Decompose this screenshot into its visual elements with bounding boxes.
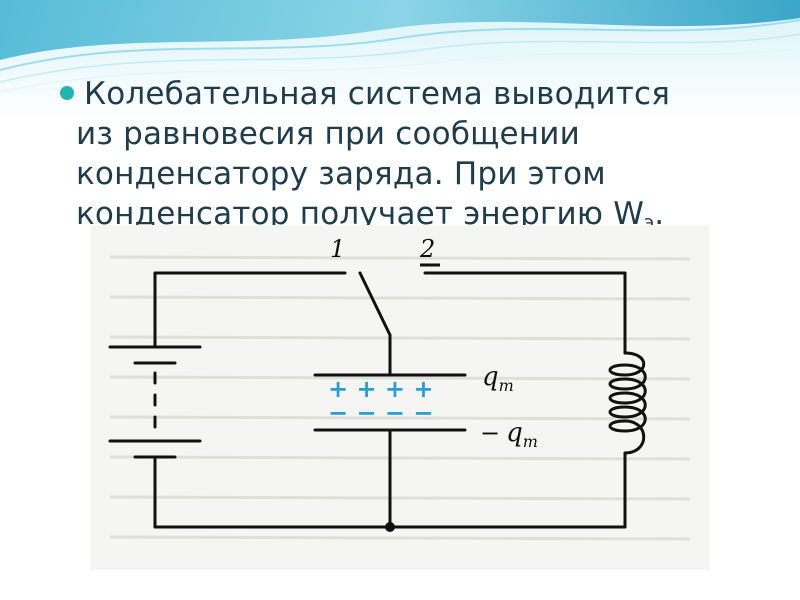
switch-label-1: 1 (330, 235, 345, 263)
inductor-coil (608, 351, 647, 455)
wave-header-decoration (0, 0, 800, 120)
charge-label-positive: qm (482, 362, 514, 395)
scan-ghost-text (109, 255, 691, 541)
junction-dot (385, 522, 395, 532)
charge-label-negative: −qm (480, 418, 538, 451)
switch-lever (358, 271, 392, 337)
paragraph-line-1: Колебательная система выводится (84, 76, 671, 112)
paragraph-line-3: конденсатору заряда. При этом (76, 156, 606, 192)
energy-subscript: э (644, 212, 655, 233)
bullet-dot-icon (60, 86, 74, 100)
capacitor-plus-signs: + + + + (328, 375, 434, 403)
capacitor-minus-signs: − − − − (328, 399, 434, 427)
switch-label-2: 2 (419, 235, 435, 263)
slide-paragraph: Колебательная система выводится из равно… (60, 74, 764, 243)
lc-circuit-diagram: 1 2 + + + + − − − − qm −qm (90, 225, 710, 570)
paragraph-line-2: из равновесия при сообщении (76, 116, 580, 152)
scan-background (90, 225, 710, 570)
